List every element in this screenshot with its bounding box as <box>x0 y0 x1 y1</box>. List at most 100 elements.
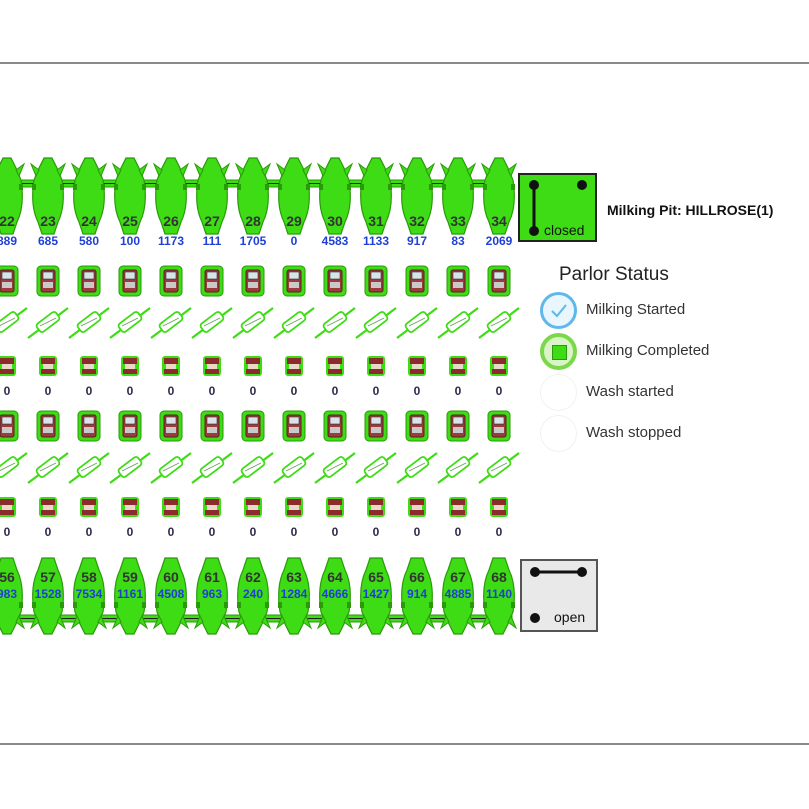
milk-meter-controller-icon[interactable] <box>241 410 265 442</box>
stall-bottom-68[interactable] <box>480 557 518 635</box>
stall-bottom-56[interactable] <box>0 557 26 635</box>
bottom-divider <box>0 743 809 745</box>
meter-reading: 0 <box>86 384 93 398</box>
bottom-gate-open[interactable]: open <box>520 559 598 632</box>
stall-number: 68 <box>491 569 507 585</box>
meter-reading: 0 <box>414 384 421 398</box>
pulsator-valve-icon <box>367 356 385 376</box>
legend-item-milking-started: Milking Started <box>540 292 800 333</box>
pulsator-valve-icon <box>80 497 98 517</box>
stall-bottom-66[interactable] <box>398 557 436 635</box>
stall-yield: 83 <box>451 234 465 248</box>
stall-number: 24 <box>81 213 97 229</box>
pulsator-valve-icon <box>285 497 303 517</box>
stall-bottom-64[interactable] <box>316 557 354 635</box>
legend-item-wash-started: Wash started <box>540 374 800 415</box>
pulsator-valve-icon <box>244 356 262 376</box>
stall-number: 26 <box>163 213 179 229</box>
stall-top-28[interactable] <box>234 157 272 235</box>
milk-meter-controller-icon[interactable] <box>77 265 101 297</box>
stall-top-29[interactable] <box>275 157 313 235</box>
meter-reading: 0 <box>209 384 216 398</box>
stall-top-34[interactable] <box>480 157 518 235</box>
stall-top-31[interactable] <box>357 157 395 235</box>
stall-bottom-61[interactable] <box>193 557 231 635</box>
top-gate-status: closed <box>544 222 585 238</box>
milk-hose-icon <box>27 452 69 484</box>
stall-yield: 983 <box>0 587 17 601</box>
pulsator-valve-icon <box>39 497 57 517</box>
stall-yield: 1161 <box>117 587 143 601</box>
milk-meter-controller-icon[interactable] <box>405 265 429 297</box>
stall-top-32[interactable] <box>398 157 436 235</box>
stall-top-33[interactable] <box>439 157 477 235</box>
stall-yield: 889 <box>0 234 17 248</box>
milk-hose-icon <box>396 452 438 484</box>
stall-bottom-62[interactable] <box>234 557 272 635</box>
legend-label: Wash started <box>586 383 674 400</box>
milk-hose-icon <box>0 307 28 333</box>
stall-number: 32 <box>409 213 425 229</box>
milk-meter-controller-icon[interactable] <box>241 265 265 297</box>
pulsator-valve-icon <box>203 356 221 376</box>
meter-reading: 0 <box>250 384 257 398</box>
stall-yield: 1705 <box>240 234 267 248</box>
meter-reading: 0 <box>496 384 503 398</box>
milk-meter-controller-icon[interactable] <box>36 265 60 297</box>
milk-meter-controller-icon[interactable] <box>487 410 511 442</box>
milk-meter-controller-icon[interactable] <box>118 265 142 297</box>
stall-bottom-65[interactable] <box>357 557 395 635</box>
milk-hose-icon <box>150 452 192 484</box>
stall-top-25[interactable] <box>111 157 149 235</box>
milk-hose-icon <box>232 307 274 339</box>
meter-reading: 0 <box>4 384 11 398</box>
milk-hose-icon <box>232 452 274 484</box>
pulsator-valve-icon <box>408 497 426 517</box>
stall-bottom-63[interactable] <box>275 557 313 635</box>
milk-meter-controller-icon[interactable] <box>77 410 101 442</box>
stall-top-24[interactable] <box>70 157 108 235</box>
stall-top-22[interactable] <box>0 157 26 235</box>
pulsator-valve-icon <box>162 497 180 517</box>
meter-reading: 0 <box>45 525 52 539</box>
milk-meter-controller-icon[interactable] <box>446 410 470 442</box>
stall-yield: 4666 <box>322 587 349 601</box>
milk-meter-controller-icon[interactable] <box>487 265 511 297</box>
stall-top-23[interactable] <box>29 157 67 235</box>
milk-meter-controller-icon[interactable] <box>405 410 429 442</box>
milk-meter-controller-icon[interactable] <box>282 265 306 297</box>
milk-meter-controller-icon[interactable] <box>364 410 388 442</box>
milk-meter-controller-icon[interactable] <box>364 265 388 297</box>
milk-hose-icon <box>0 452 28 478</box>
milk-meter-controller-icon[interactable] <box>200 265 224 297</box>
stall-top-27[interactable] <box>193 157 231 235</box>
stall-bottom-59[interactable] <box>111 557 149 635</box>
top-gate-closed[interactable]: closed <box>518 173 597 242</box>
milk-meter-controller-icon[interactable] <box>282 410 306 442</box>
milk-meter-controller-icon[interactable] <box>200 410 224 442</box>
milk-meter-controller-icon[interactable] <box>159 265 183 297</box>
milk-meter-controller-icon[interactable] <box>446 265 470 297</box>
milk-meter-controller-icon[interactable] <box>0 265 19 297</box>
pulsator-valve-icon <box>121 356 139 376</box>
stall-top-30[interactable] <box>316 157 354 235</box>
stall-bottom-67[interactable] <box>439 557 477 635</box>
gate-open-icon <box>530 567 587 623</box>
milk-meter-controller-icon[interactable] <box>36 410 60 442</box>
pulsator-valve-icon <box>449 497 467 517</box>
milk-meter-controller-icon[interactable] <box>323 410 347 442</box>
milk-meter-controller-icon[interactable] <box>0 410 19 442</box>
stall-yield: 7534 <box>76 587 103 601</box>
milk-meter-controller-icon[interactable] <box>323 265 347 297</box>
milk-meter-controller-icon[interactable] <box>159 410 183 442</box>
stall-bottom-57[interactable] <box>29 557 67 635</box>
meter-reading: 0 <box>414 525 421 539</box>
stall-bottom-58[interactable] <box>70 557 108 635</box>
milk-hose-icon <box>355 307 397 339</box>
stall-bottom-60[interactable] <box>152 557 190 635</box>
milk-meter-controller-icon[interactable] <box>118 410 142 442</box>
stall-top-26[interactable] <box>152 157 190 235</box>
wash-started-icon <box>540 374 577 411</box>
pulsator-valve-icon <box>408 356 426 376</box>
stall-yield: 1284 <box>281 587 308 601</box>
